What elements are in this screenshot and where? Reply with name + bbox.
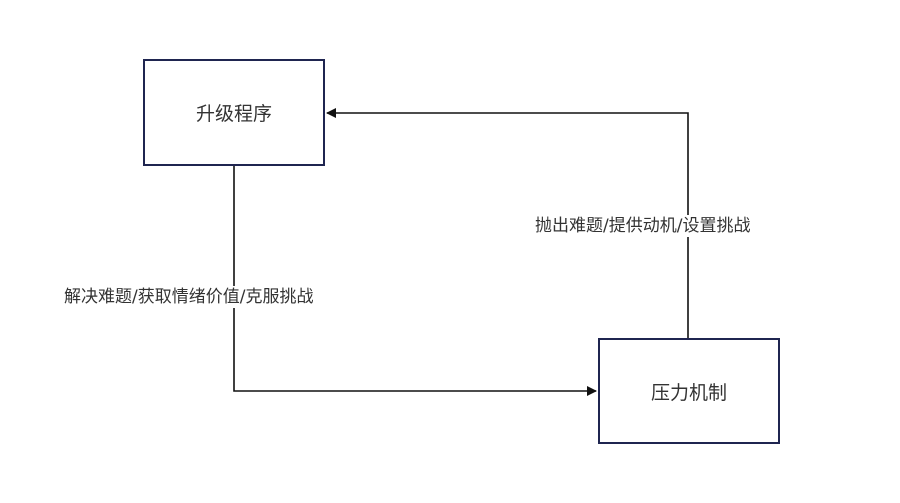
node-upgrade-program[interactable]: 升级程序 — [143, 59, 325, 166]
node-upgrade-program-label: 升级程序 — [195, 103, 272, 125]
node-pressure-mechanism[interactable]: 压力机制 — [598, 338, 780, 444]
edge-label-upgrade-to-pressure: 解决难题/获取情绪价值/克服挑战 — [62, 286, 316, 308]
edge-label-pressure-to-upgrade: 抛出难题/提供动机/设置挑战 — [533, 215, 753, 237]
edge-upgrade-to-pressure[interactable] — [233, 166, 597, 396]
node-pressure-mechanism-label: 压力机制 — [650, 381, 727, 404]
edge-pressure-to-upgrade[interactable] — [326, 108, 689, 338]
